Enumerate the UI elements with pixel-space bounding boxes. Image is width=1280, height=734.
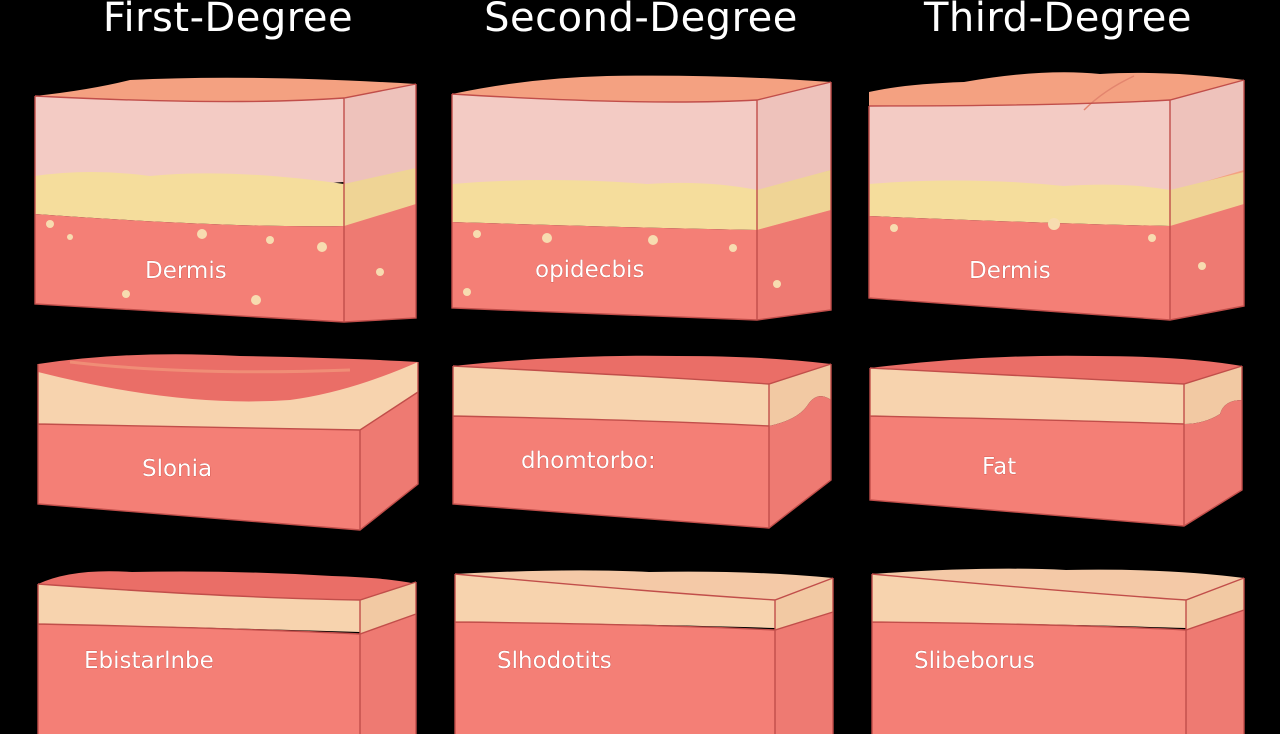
skin-block-second-degree-row2: dhomtorbo: — [452, 355, 832, 529]
layer-label: Dermis — [969, 258, 1051, 284]
column-title-third-degree: Third-Degree — [923, 0, 1193, 41]
skin-block-third-degree-row3: Slibeborus — [871, 568, 1245, 734]
skin-block-third-degree-row2: Fat — [869, 355, 1243, 527]
layer-label: Slhodotits — [497, 648, 612, 674]
layer-label: opidecbis — [535, 257, 644, 283]
layer-label: Fat — [982, 454, 1016, 480]
layer-label: dhomtorbo: — [521, 448, 656, 474]
skin-block-second-degree-row3: Slhodotits — [454, 570, 834, 734]
skin-block-second-degree-row1: opidecbis — [451, 75, 832, 321]
layer-label: Dermis — [145, 258, 227, 284]
layer-label: Ebistarlnbe — [84, 648, 214, 674]
layer-label: Slonia — [142, 456, 212, 482]
skin-block-first-degree-row1: Dermis — [34, 77, 417, 323]
column-title-second-degree: Second-Degree — [484, 0, 798, 41]
skin-block-third-degree-row1: Dermis — [868, 72, 1245, 321]
layer-label: Slibeborus — [914, 648, 1035, 674]
skin-block-first-degree-row2: Slonia — [37, 354, 419, 531]
column-title-first-degree: First-Degree — [102, 0, 354, 41]
skin-block-first-degree-row3: Ebistarlnbe — [37, 571, 417, 734]
